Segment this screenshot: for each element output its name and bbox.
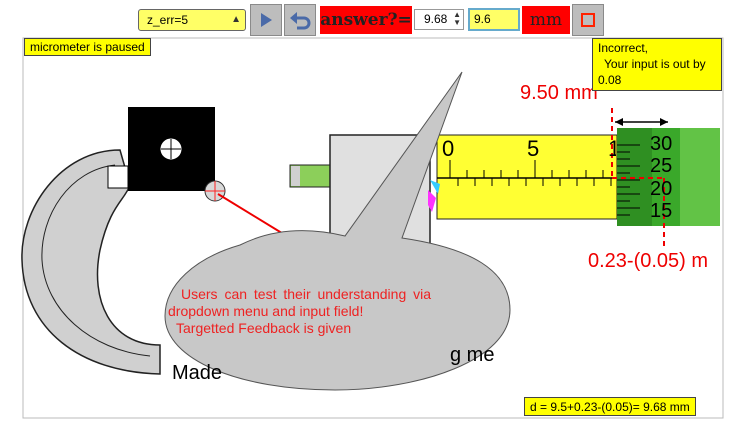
error-dropdown[interactable]: z_err=5 ▲ (138, 9, 246, 31)
play-button[interactable] (250, 4, 282, 36)
credit-right: g me (450, 344, 495, 366)
computed-value-field[interactable]: 9.68 ▲▼ (414, 9, 464, 30)
callout-line-1: Users can test their understanding via (181, 286, 432, 302)
anvil-tip (107, 165, 129, 189)
unit-label: mm (522, 6, 570, 34)
main-scale-label-0: 0 (442, 136, 455, 161)
feedback-line-1: Incorrect, (598, 41, 649, 55)
feedback-box: Incorrect, Your input is out by 0.08 (592, 38, 722, 91)
callout-line-2: dropdown menu and input field! (168, 303, 364, 319)
thimble-label-15: 15 (650, 200, 673, 222)
computed-value: 9.68 (424, 12, 448, 26)
main-scale-label-5: 5 (527, 136, 540, 161)
main-scale-label-edge: 1 (608, 136, 616, 161)
reset-button[interactable] (284, 4, 316, 36)
thimble-label-20: 20 (650, 178, 673, 200)
pointer-line (217, 193, 291, 239)
thimble-reading: 0.23-(0.05) m (588, 250, 709, 272)
sleeve-accent-cyan (430, 180, 440, 194)
sleeve-accent-magenta (428, 190, 436, 212)
square-icon (581, 13, 595, 27)
check-button[interactable] (572, 4, 604, 36)
frame-inner-line (41, 164, 151, 357)
sleeve-ticks (449, 160, 612, 186)
play-icon (261, 13, 272, 27)
answer-label: answer?= (320, 6, 412, 34)
feedback-line-2: Your input is out by (604, 57, 706, 71)
thimble-label-25: 25 (650, 155, 673, 177)
thimble-ticks (617, 144, 640, 216)
canvas-frame (22, 37, 724, 419)
micrometer-frame (21, 149, 161, 375)
status-paused: micrometer is paused (24, 38, 151, 56)
main-reading: 9.50 mm (520, 82, 598, 104)
chevron-updown-icon: ▲ (231, 14, 241, 25)
toolbar: z_err=5 ▲ answer?= 9.68 ▲▼ 9.6 mm (0, 0, 750, 38)
feedback-line-3: 0.08 (598, 73, 622, 87)
callout-text: Users can test their understanding via d… (168, 286, 498, 337)
answer-input[interactable]: 9.6 (468, 8, 520, 31)
dropdown-value: z_err=5 (147, 13, 189, 27)
stepper-icon[interactable]: ▲▼ (453, 10, 461, 27)
credit-left: Made (172, 362, 223, 384)
callout-line-3: Targetted Feedback is given (176, 320, 352, 336)
formula-box: d = 9.5+0.23-(0.05)= 9.68 mm (524, 397, 696, 416)
undo-icon (290, 12, 311, 30)
callout-bubble (164, 71, 511, 391)
thimble-label-30: 30 (650, 133, 673, 155)
